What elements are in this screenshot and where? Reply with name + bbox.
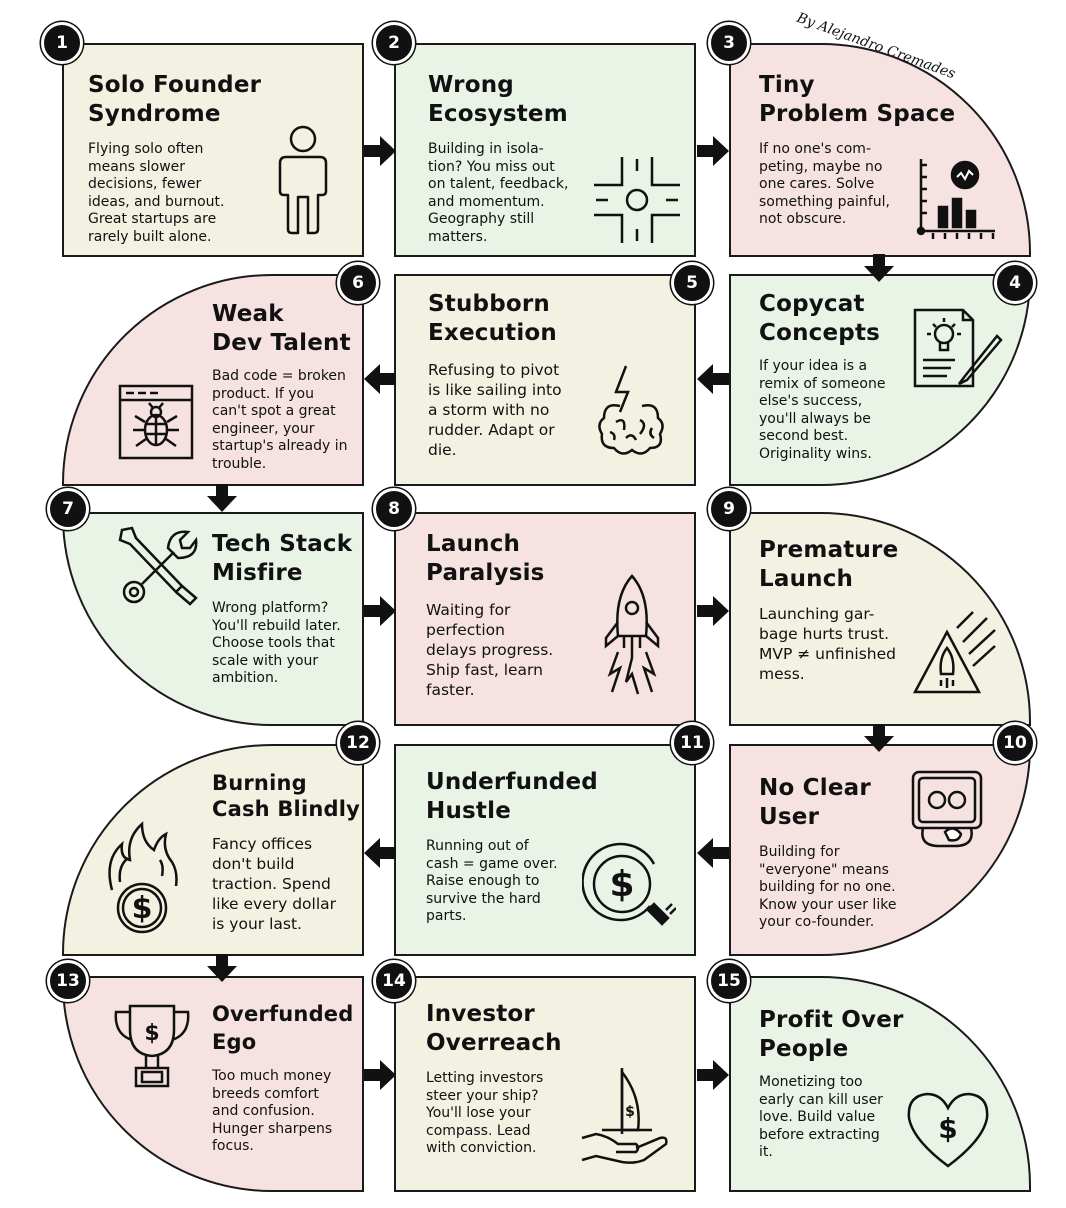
- card-tech-stack-misfire: Tech Stack Misfire Wrong platform? You'l…: [62, 512, 364, 726]
- card-investor-overreach: Investor Overreach Letting investors ste…: [394, 976, 696, 1192]
- arrow-right-icon: [364, 596, 396, 626]
- card-body: Waiting for perfection delays progress. …: [426, 601, 554, 699]
- card-title: Launch Paralysis: [426, 531, 545, 586]
- card-copycat-concepts: Copycat Concepts If your idea is a remix…: [729, 274, 1031, 486]
- card-title: Weak Dev Talent: [212, 301, 351, 356]
- card-body: Flying solo often means slower decisions…: [88, 141, 225, 245]
- step-badge: 3: [708, 22, 750, 64]
- card-burning-cash-blindly: Burning Cash Blindly Fancy offices don't…: [62, 744, 364, 956]
- card-title: Tiny Problem Space: [759, 72, 956, 127]
- arrow-right-icon: [697, 596, 729, 626]
- card-underfunded-hustle: Underfunded Hustle Running out of cash =…: [394, 744, 696, 956]
- svg-text:$: $: [132, 891, 153, 926]
- step-badge: 15: [708, 960, 750, 1002]
- card-title: Burning Cash Blindly: [212, 771, 361, 821]
- card-wrong-ecosystem: Wrong Ecosystem Building in isola- tion?…: [394, 43, 696, 257]
- card-body: Too much money breeds comfort and confus…: [212, 1068, 333, 1154]
- card-body: Refusing to pivot is like sailing into a…: [428, 361, 562, 459]
- svg-text:$: $: [609, 864, 634, 905]
- bug-window-icon: [118, 384, 194, 460]
- arrow-left-icon: [697, 838, 729, 868]
- step-badge: 8: [373, 488, 415, 530]
- card-body: If your idea is a remix of someone else'…: [759, 358, 886, 462]
- svg-text:$: $: [144, 1021, 159, 1046]
- card-title: Premature Launch: [759, 537, 899, 592]
- step-badge: 10: [994, 722, 1036, 764]
- arrow-down-icon: [207, 484, 237, 512]
- step-badge: 4: [994, 262, 1036, 304]
- card-title: Tech Stack Misfire: [212, 531, 353, 586]
- step-badge: 13: [47, 960, 89, 1002]
- document-pen-icon: [913, 308, 1003, 388]
- arrow-right-icon: [364, 136, 396, 166]
- arrow-down-icon: [864, 724, 894, 752]
- step-badge: 6: [337, 262, 379, 304]
- arrow-left-icon: [364, 364, 396, 394]
- card-overfunded-ego: Overfunded Ego Too much money breeds com…: [62, 976, 364, 1192]
- card-no-clear-user: No Clear User Building for "everyone" me…: [729, 744, 1031, 956]
- card-tiny-problem-space: Tiny Problem Space If no one's com- peti…: [729, 43, 1031, 257]
- card-title: Profit Over People: [759, 1007, 904, 1062]
- hand-sail-icon: $: [581, 1068, 668, 1164]
- tools-icon: [118, 526, 198, 606]
- dollar-fire-icon: $: [108, 821, 178, 934]
- svg-text:$: $: [938, 1112, 957, 1145]
- card-premature-launch: Premature Launch Launching gar- bage hur…: [729, 512, 1031, 726]
- person-icon: [278, 125, 328, 235]
- chart-icon: [916, 159, 995, 239]
- card-title: Copycat Concepts: [759, 291, 881, 346]
- card-weak-dev-talent: Weak Dev Talent Bad code = broken produc…: [62, 274, 364, 486]
- card-body: Building in isola- tion? You miss out on…: [428, 141, 569, 245]
- card-body: If no one's com- peting, maybe no one ca…: [759, 141, 890, 227]
- card-title: Wrong Ecosystem: [428, 72, 568, 127]
- rocket-icon: [604, 574, 660, 695]
- step-badge: 11: [671, 722, 713, 764]
- card-title: Overfunded Ego: [212, 1002, 354, 1054]
- arrow-left-icon: [697, 364, 729, 394]
- arrow-down-icon: [864, 254, 894, 282]
- card-stubborn-execution: Stubborn Execution Refusing to pivot is …: [394, 274, 696, 486]
- card-body: Monetizing too early can kill user love.…: [759, 1074, 883, 1160]
- trophy-icon: $: [114, 1004, 190, 1088]
- step-badge: 1: [41, 22, 83, 64]
- card-body: Launching gar- bage hurts trust. MVP ≠ u…: [759, 605, 896, 683]
- user-frame-icon: [911, 770, 983, 848]
- step-badge: 9: [708, 488, 750, 530]
- arrow-right-icon: [697, 136, 729, 166]
- brain-lightning-icon: [598, 365, 664, 455]
- card-body: Building for "everyone" means building f…: [759, 844, 897, 930]
- warning-rocket-icon: [912, 611, 996, 694]
- step-badge: 12: [337, 722, 379, 764]
- arrow-left-icon: [364, 838, 396, 868]
- card-launch-paralysis: Launch Paralysis Waiting for perfection …: [394, 512, 696, 726]
- card-title: Investor Overreach: [426, 1001, 562, 1056]
- card-body: Wrong platform? You'll rebuild later. Ch…: [212, 600, 341, 686]
- arrow-right-icon: [364, 1060, 396, 1090]
- dollar-plug-icon: $: [582, 842, 676, 926]
- step-badge: 2: [373, 22, 415, 64]
- crossroads-icon: [594, 157, 680, 243]
- svg-text:$: $: [625, 1104, 635, 1120]
- card-body: Fancy offices don't build traction. Spen…: [212, 835, 337, 933]
- card-solo-founder: Solo Founder Syndrome Flying solo often …: [62, 43, 364, 257]
- card-body: Letting investors steer your ship? You'l…: [426, 1070, 544, 1156]
- card-profit-over-people: Profit Over People Monetizing too early …: [729, 976, 1031, 1192]
- arrow-right-icon: [697, 1060, 729, 1090]
- heart-dollar-icon: $: [907, 1092, 989, 1168]
- arrow-down-icon: [207, 954, 237, 982]
- card-title: Solo Founder Syndrome: [88, 72, 262, 127]
- card-title: No Clear User: [759, 775, 871, 830]
- card-body: Running out of cash = game over. Raise e…: [426, 838, 558, 924]
- card-title: Stubborn Execution: [428, 291, 558, 346]
- card-title: Underfunded Hustle: [426, 769, 598, 824]
- step-badge: 5: [671, 262, 713, 304]
- step-badge: 7: [47, 488, 89, 530]
- step-badge: 14: [373, 960, 415, 1002]
- card-body: Bad code = broken product. If you can't …: [212, 368, 348, 472]
